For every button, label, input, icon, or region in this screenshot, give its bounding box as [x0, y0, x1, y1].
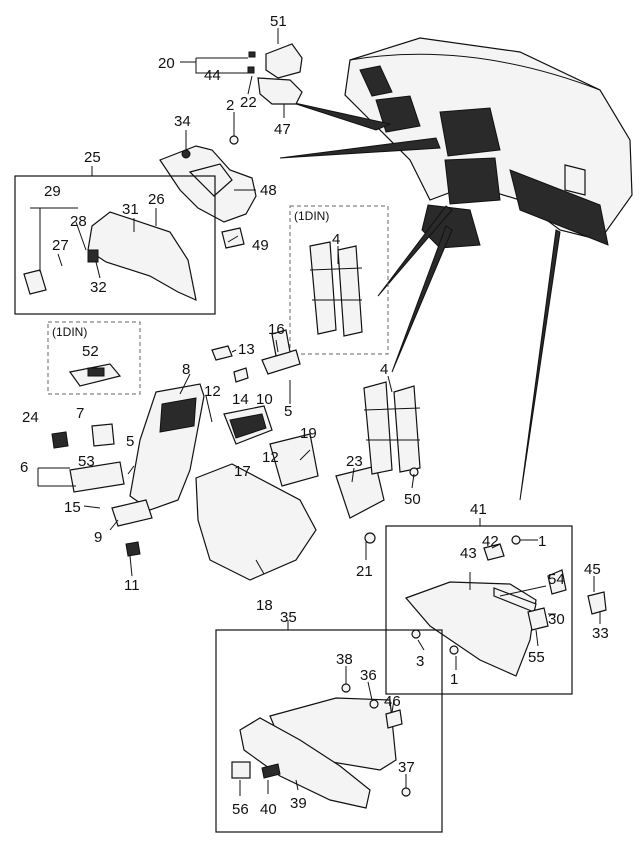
callout-37: 37	[398, 759, 415, 776]
group-1din-top	[289, 205, 389, 355]
callout-50: 50	[404, 491, 421, 508]
callout-41: 41	[470, 501, 487, 518]
callout-46: 46	[384, 693, 401, 710]
callout-21: 21	[356, 563, 373, 580]
callout-5-upper: 5	[284, 403, 292, 420]
group-41	[385, 525, 607, 695]
callout-16: 16	[268, 321, 285, 338]
callout-32: 32	[90, 279, 107, 296]
callout-44: 44	[204, 67, 221, 84]
callout-48: 48	[260, 182, 277, 199]
callout-25: 25	[84, 149, 101, 166]
callout-53: 53	[78, 453, 95, 470]
callout-13: 13	[238, 341, 255, 358]
callout-1-lower: 1	[450, 671, 458, 688]
callout-47: 47	[274, 121, 291, 138]
callout-18: 18	[256, 597, 273, 614]
callout-22: 22	[240, 94, 257, 111]
callout-12-upper: 12	[204, 383, 221, 400]
callout-33: 33	[592, 625, 609, 642]
group-35	[215, 629, 443, 833]
callout-8: 8	[182, 361, 190, 378]
callout-49: 49	[252, 237, 269, 254]
callout-26: 26	[148, 191, 165, 208]
bracket-assembly	[159, 135, 257, 249]
callout-19: 19	[300, 425, 317, 442]
callout-52: 52	[82, 343, 99, 360]
callout-34: 34	[174, 113, 191, 130]
callout-5-lower: 5	[126, 433, 134, 450]
leader-lines	[37, 28, 601, 796]
callout-30: 30	[548, 611, 565, 628]
callout-3: 3	[416, 653, 424, 670]
callout-35: 35	[280, 609, 297, 626]
callout-29: 29	[44, 183, 61, 200]
callout-51: 51	[270, 13, 287, 30]
callout-45: 45	[584, 561, 601, 578]
callout-1-upper: 1	[538, 533, 546, 550]
dashboard-overview	[279, 37, 633, 501]
callout-28: 28	[70, 213, 87, 230]
callout-4-top: 4	[332, 231, 340, 248]
callout-20: 20	[158, 55, 175, 72]
din-label-left: (1DIN)	[52, 325, 87, 339]
callout-11: 11	[124, 577, 140, 594]
callout-15: 15	[64, 499, 81, 516]
callout-39: 39	[290, 795, 307, 812]
cover-assembly	[180, 43, 303, 105]
callout-56: 56	[232, 801, 249, 818]
callout-10: 10	[256, 391, 273, 408]
callout-23: 23	[346, 453, 363, 470]
callout-2: 2	[226, 97, 234, 114]
din-label-top: (1DIN)	[294, 209, 329, 223]
callout-42: 42	[482, 533, 499, 550]
callout-9: 9	[94, 529, 102, 546]
callout-43: 43	[460, 545, 477, 562]
callout-54: 54	[548, 571, 565, 588]
center-console	[51, 329, 385, 581]
callout-4-right: 4	[380, 361, 388, 378]
callout-40: 40	[260, 801, 277, 818]
bracket-4-right	[363, 381, 421, 544]
callout-17: 17	[234, 463, 251, 480]
callout-14: 14	[232, 391, 249, 408]
callout-27: 27	[52, 237, 69, 254]
callout-7: 7	[76, 405, 84, 422]
callout-6: 6	[20, 459, 28, 476]
callout-38: 38	[336, 651, 353, 668]
group-1din-left	[47, 321, 141, 395]
group-25	[14, 175, 216, 315]
callout-36: 36	[360, 667, 377, 684]
callout-31: 31	[122, 201, 139, 218]
callout-12-lower: 12	[262, 449, 279, 466]
callout-labels: 51 20 44 22 47 34 2 25 48 29 28 31 26 27…	[20, 13, 609, 818]
callout-55: 55	[528, 649, 545, 666]
callout-24: 24	[22, 409, 39, 426]
